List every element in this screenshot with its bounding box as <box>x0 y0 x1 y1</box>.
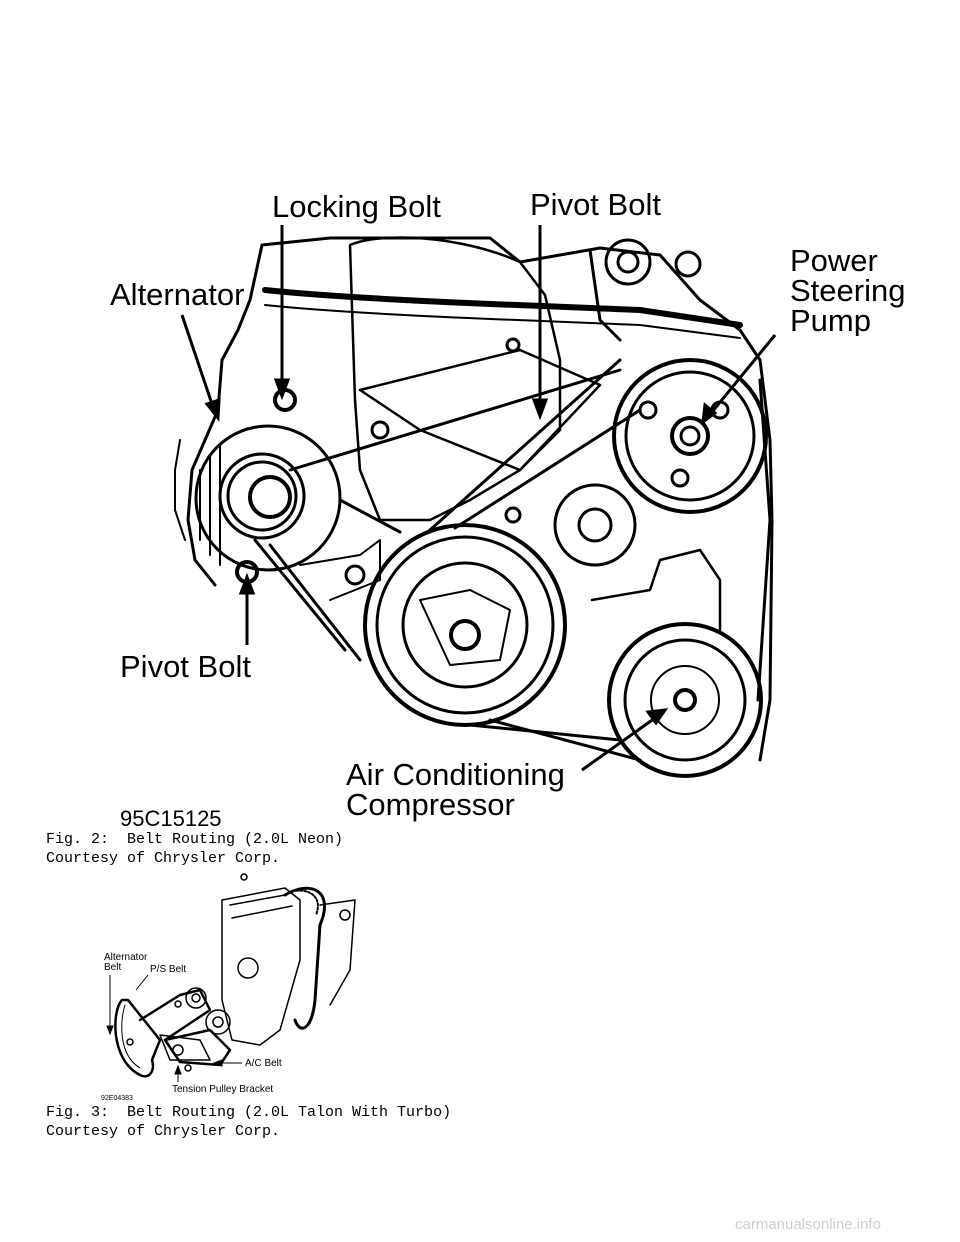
figure-code-label: 95C15125 <box>120 806 222 831</box>
alternator-label: Alternator <box>110 277 245 312</box>
figure-code-label: 92E04383 <box>101 1095 133 1102</box>
ps-belt-label: P/S Belt <box>150 964 187 975</box>
ac-compressor-label: Air Conditioning Compressor <box>346 757 565 822</box>
figure-credit: Courtesy of Chrysler Corp. <box>46 850 281 867</box>
ac-belt-label: A/C Belt <box>245 1058 282 1069</box>
figure-caption: Fig. 2: Belt Routing (2.0L Neon) <box>46 831 344 848</box>
power-steering-pump-label: Power Steering Pump <box>790 246 905 336</box>
pivot-bolt-top-label: Pivot Bolt <box>530 187 661 222</box>
figure-caption: Fig. 3: Belt Routing (2.0L Talon With Tu… <box>46 1104 452 1121</box>
pivot-bolt-bottom-label: Pivot Bolt <box>120 649 251 684</box>
locking-bolt-label: Locking Bolt <box>272 189 441 224</box>
tension-pulley-bracket-label: Tension Pulley Bracket <box>172 1084 274 1095</box>
alternator-belt-label: Alternator Belt <box>104 952 148 973</box>
watermark: carmanualsonline.info <box>735 1216 881 1233</box>
figure-credit: Courtesy of Chrysler Corp. <box>46 1123 281 1140</box>
